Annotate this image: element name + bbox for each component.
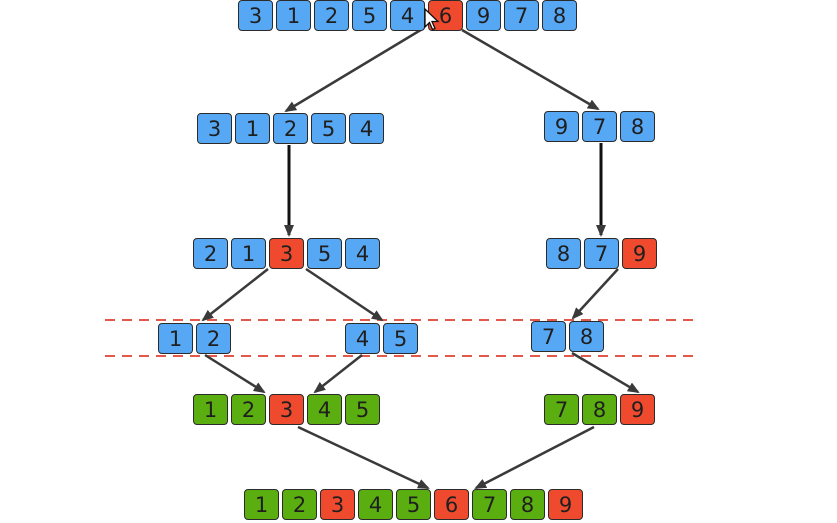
array-cell: 7 bbox=[472, 489, 507, 520]
arrow-right-to-final bbox=[474, 425, 595, 490]
array-cell: 7 bbox=[544, 394, 579, 425]
array-cell: 4 bbox=[307, 394, 342, 425]
arrow-pivot-to-ll bbox=[201, 268, 269, 322]
array-cell: 5 bbox=[311, 113, 346, 144]
array-cell: 5 bbox=[396, 489, 431, 520]
array-cell: 8 bbox=[569, 321, 604, 352]
array-cell: 1 bbox=[193, 394, 228, 425]
array-cell: 3 bbox=[269, 394, 304, 425]
array-cell: 5 bbox=[352, 0, 387, 31]
array-cell: 1 bbox=[235, 113, 270, 144]
mouse-cursor-icon bbox=[424, 8, 440, 31]
array-cell: 1 bbox=[231, 238, 266, 269]
array-cell: 2 bbox=[193, 238, 228, 269]
array-cell: 2 bbox=[282, 489, 317, 520]
array-cell: 3 bbox=[238, 0, 273, 31]
array-cell: 2 bbox=[231, 394, 266, 425]
array-cell: 3 bbox=[269, 238, 304, 269]
array-cell: 1 bbox=[244, 489, 279, 520]
array-cell: 1 bbox=[158, 323, 193, 354]
array-cell: 4 bbox=[349, 113, 384, 144]
array-cell: 7 bbox=[531, 321, 566, 352]
array-cell: 3 bbox=[197, 113, 232, 144]
array-cell: 2 bbox=[273, 113, 308, 144]
arrow-top-to-right bbox=[461, 28, 600, 111]
arrow-left-to-final bbox=[297, 425, 430, 490]
arrow-pivot-to-lr bbox=[305, 267, 384, 322]
array-cell: 9 bbox=[544, 111, 579, 142]
array-cell: 9 bbox=[548, 489, 583, 520]
array-cell: 5 bbox=[383, 323, 418, 354]
array-cell: 2 bbox=[196, 323, 231, 354]
array-cell: 4 bbox=[390, 0, 425, 31]
array-cell: 8 bbox=[510, 489, 545, 520]
array-cell: 5 bbox=[307, 238, 342, 269]
array-cell: 7 bbox=[584, 238, 619, 269]
array-cell: 9 bbox=[466, 0, 501, 31]
array-cell: 9 bbox=[620, 394, 655, 425]
array-cell: 9 bbox=[622, 238, 657, 269]
array-cell: 8 bbox=[620, 111, 655, 142]
arrow-rl-to-merged bbox=[571, 351, 640, 394]
array-cell: 7 bbox=[582, 111, 617, 142]
arrow-top-to-left bbox=[284, 26, 425, 113]
array-cell: 5 bbox=[345, 394, 380, 425]
array-cell: 8 bbox=[582, 394, 617, 425]
array-cell: 7 bbox=[504, 0, 539, 31]
array-cell: 2 bbox=[314, 0, 349, 31]
arrow-lr-to-merged bbox=[313, 354, 363, 394]
array-cell: 8 bbox=[542, 0, 577, 31]
array-cell: 4 bbox=[358, 489, 393, 520]
arrow-ll-to-merged bbox=[204, 353, 266, 394]
array-cell: 3 bbox=[320, 489, 355, 520]
array-cell: 8 bbox=[546, 238, 581, 269]
array-cell: 4 bbox=[345, 323, 380, 354]
array-cell: 1 bbox=[276, 0, 311, 31]
array-cell: 4 bbox=[345, 238, 380, 269]
array-cell: 6 bbox=[434, 489, 469, 520]
arrow-rpivot-to-rl bbox=[571, 268, 619, 320]
